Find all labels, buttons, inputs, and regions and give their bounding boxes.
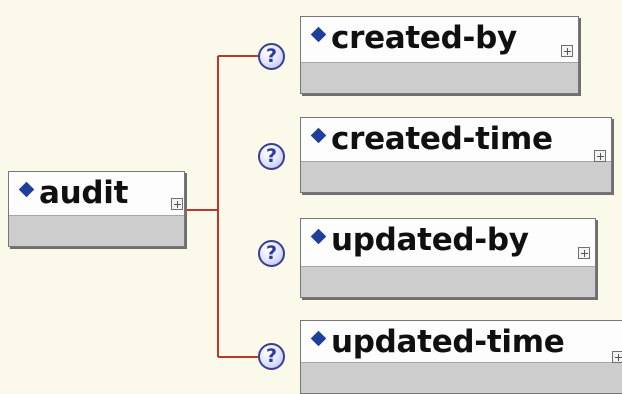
element-label: created-time [331,121,553,157]
node-header [301,219,595,263]
root-element-audit[interactable]: audit [8,171,185,247]
expand-icon[interactable] [594,150,606,162]
expand-icon[interactable] [171,198,183,210]
node-body [301,362,622,393]
optional-question-icon: ? [258,143,285,170]
node-header [9,172,184,216]
element-label: audit [39,175,129,211]
element-label: updated-time [331,324,565,360]
node-body [301,62,578,93]
node-header [301,321,622,365]
expand-icon[interactable] [561,45,573,57]
optional-question-icon: ? [258,43,285,70]
expand-icon[interactable] [578,247,590,259]
optional-question-icon: ? [258,343,285,370]
node-body [9,215,184,246]
optional-question-icon: ? [258,240,285,267]
node-body [301,266,595,297]
node-header [301,118,611,162]
node-header [301,17,578,61]
child-element-updated-time[interactable]: updated-time [300,320,622,394]
expand-icon[interactable] [612,351,622,363]
element-label: updated-by [331,222,529,258]
child-element-created-by[interactable]: created-by [300,16,579,94]
element-label: created-by [331,20,517,56]
child-element-created-time[interactable]: created-time [300,117,612,193]
child-element-updated-by[interactable]: updated-by [300,218,596,298]
node-body [301,161,611,192]
